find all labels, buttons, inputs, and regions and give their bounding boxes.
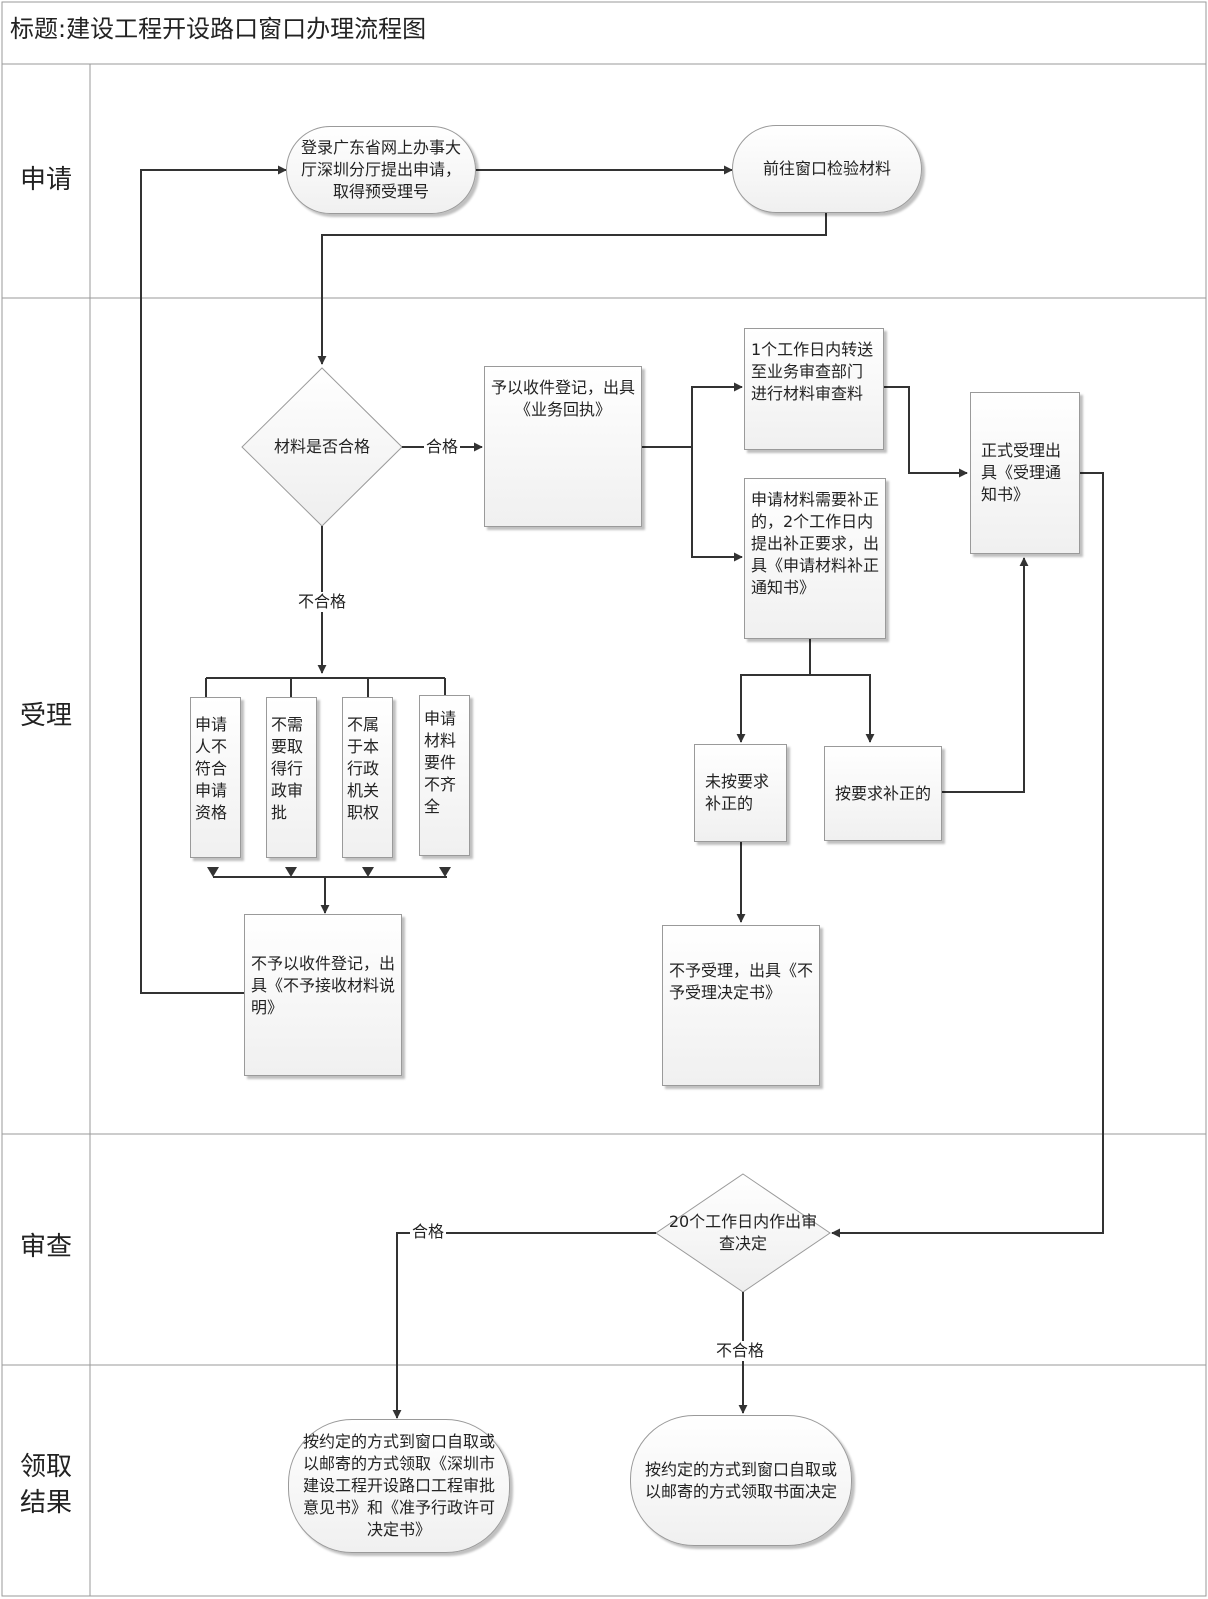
node-window-check: 前往窗口检验材料	[732, 125, 922, 213]
edge-corrected-to-accept	[942, 557, 1029, 793]
reason-merge-arrows	[207, 867, 451, 877]
edge-transfer-to-accept	[884, 386, 968, 478]
node-result-fail: 按约定的方式到窗口自取或以邮寄的方式领取书面决定	[630, 1415, 852, 1546]
edge-label-fail-1: 不合格	[296, 592, 349, 612]
node-no-register: 不予以收件登记，出具《不予接收材料说明》	[244, 914, 402, 1076]
edge-to-transfer	[691, 382, 743, 447]
edge-label-pass-1: 合格	[424, 437, 461, 457]
edge-window-to-check	[317, 212, 827, 365]
node-online-apply: 登录广东省网上办事大厅深圳分厅提出申请，取得预受理号	[286, 126, 476, 214]
node-not-corrected: 未按要求补正的	[694, 744, 787, 842]
lane-review-label: 审查	[19, 1232, 72, 1262]
node-accept: 正式受理出具《受理通知书》	[970, 392, 1080, 554]
node-corrected: 按要求补正的	[824, 746, 942, 841]
node-reason-not-in-authority: 不属于本行政机关职权	[342, 697, 393, 858]
edge-review-pass	[392, 1232, 656, 1419]
node-register: 予以收件登记，出具《业务回执》	[484, 366, 642, 527]
edge-label-fail-2: 不合格	[714, 1341, 767, 1361]
node-transfer: 1个工作日内转送至业务审查部门进行材料审查料	[744, 328, 884, 450]
lane-accept-label: 受理	[19, 701, 72, 731]
node-material-check-label: 材料是否合格	[273, 437, 370, 456]
edge-accept-to-review	[831, 472, 1104, 1238]
node-reason-no-approval-needed: 不需要取得行政审批	[266, 697, 317, 858]
page-title: 标题:建设工程开设路口窗口办理流程图	[10, 15, 427, 43]
node-result-pass: 按约定的方式到窗口自取或以邮寄的方式领取《深圳市建设工程开设路口工程审批意见书》…	[288, 1419, 510, 1553]
node-supplement: 申请材料需要补正的，2个工作日内提出补正要求，出具《申请材料补正通知书》	[744, 478, 886, 639]
node-reject-accept: 不予受理，出具《不予受理决定书》	[662, 925, 820, 1086]
node-reason-incomplete: 申请材料要件不齐全	[419, 695, 470, 856]
lane-apply-label: 申请	[19, 165, 72, 195]
lane-result-label: 领取 结果	[19, 1452, 72, 1518]
edge-return-to-apply	[140, 165, 287, 994]
node-reason-not-qualified: 申请人不符合申请资格	[190, 697, 241, 858]
node-review-label: 20个工作日内作出审查决定	[668, 1212, 818, 1253]
edge-supplement-split	[736, 632, 811, 743]
edge-label-pass-2: 合格	[410, 1222, 447, 1242]
edge-to-supplement	[691, 447, 743, 562]
